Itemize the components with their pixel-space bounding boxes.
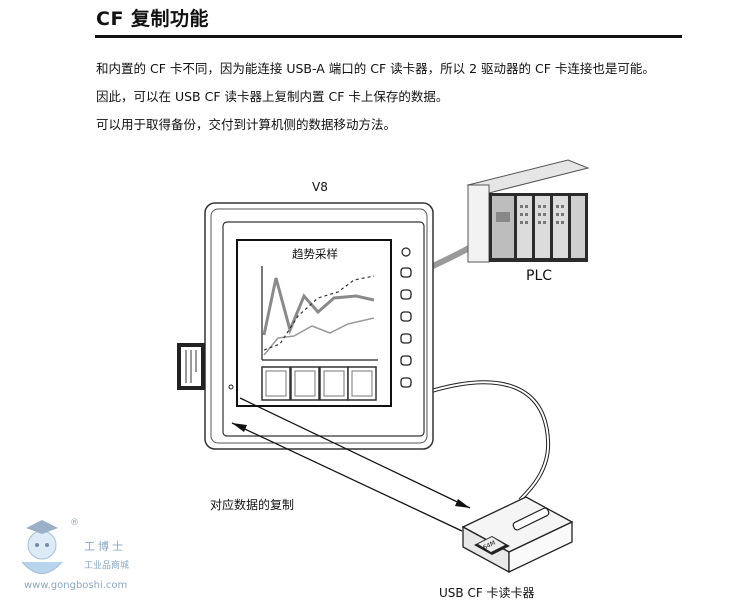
watermark-reg: ® — [70, 518, 79, 528]
heading-rule — [95, 35, 682, 38]
screen-title: 趋势采样 — [292, 247, 338, 261]
paragraph-1: 和内置的 CF 卡不同，因为能连接 USB-A 端口的 CF 读卡器，所以 2 … — [96, 61, 655, 76]
v8-label: V8 — [312, 180, 328, 194]
paragraph-3: 可以用于取得备份，交付到计算机侧的数据移动方法。 — [96, 117, 397, 132]
internal-cf-card — [177, 343, 205, 390]
v8-device — [204, 202, 434, 450]
plc-device — [466, 159, 590, 263]
plc-label: PLC — [526, 268, 553, 284]
watermark-brand: 工博士 — [84, 540, 126, 553]
watermark-mascot — [21, 520, 63, 574]
paragraph-2: 因此，可以在 USB CF 读卡器上复制内置 CF 卡上保存的数据。 — [96, 89, 449, 104]
watermark-sub: 工业品商城 — [84, 561, 130, 571]
usb-cf-reader — [461, 496, 574, 574]
reader-label: USB CF 卡读卡器 — [439, 586, 535, 600]
section-heading: CF 复制功能 — [96, 8, 210, 30]
copy-label: 对应数据的复制 — [210, 498, 295, 512]
usb-cable — [427, 380, 551, 502]
watermark-url: www.gongboshi.com — [24, 580, 128, 591]
